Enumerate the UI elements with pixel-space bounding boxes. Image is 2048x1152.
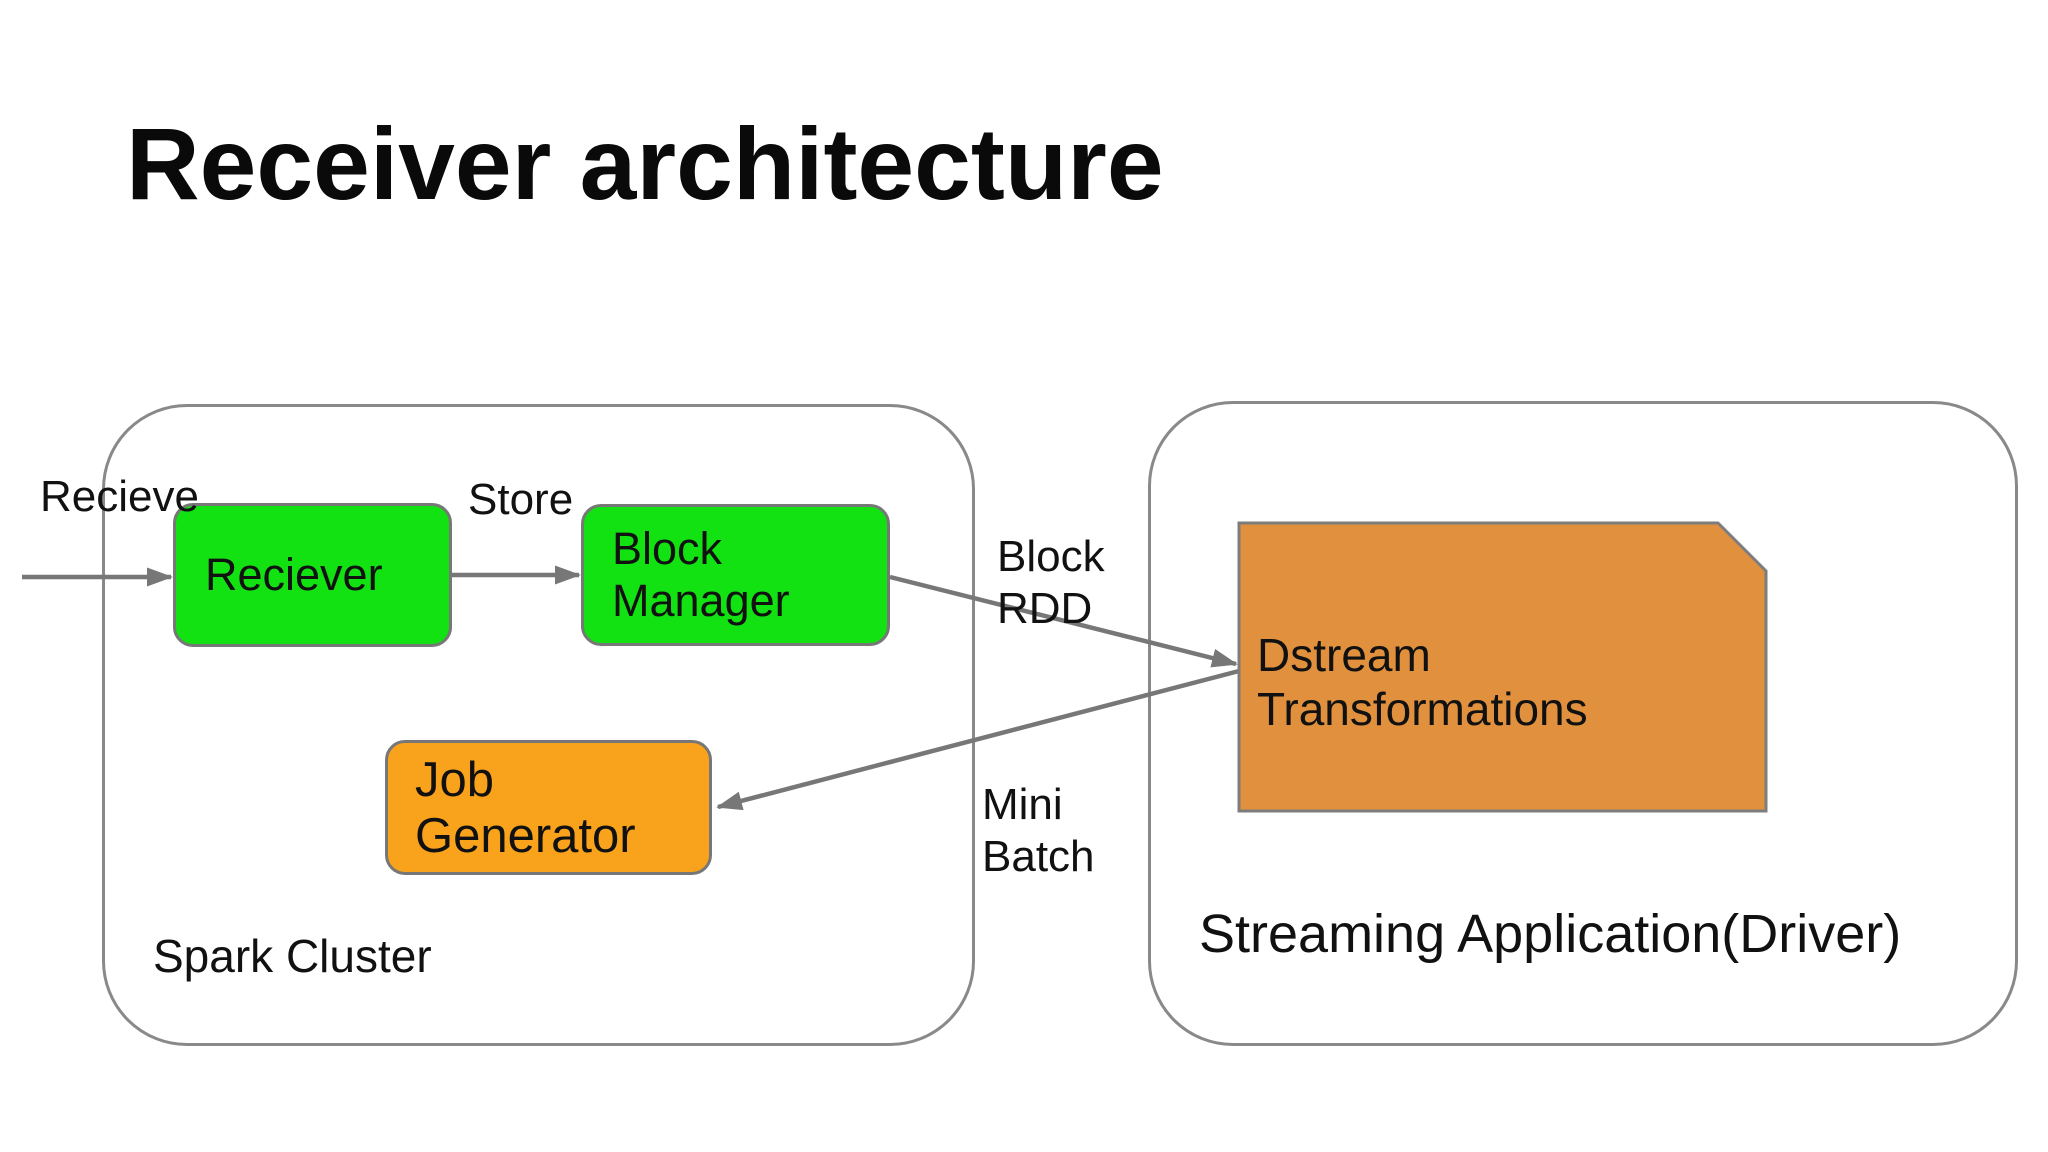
receive-edge-label: Recieve xyxy=(40,472,199,521)
job-generator-node-label: Job Generator xyxy=(415,752,636,863)
receiver-node: Reciever xyxy=(173,503,452,647)
streaming-application-container xyxy=(1148,401,2018,1046)
job-generator-node: Job Generator xyxy=(385,740,712,875)
dstream-transformations-shape xyxy=(1237,521,1768,813)
block-rdd-arrow xyxy=(889,574,1238,668)
store-edge-label: Store xyxy=(468,475,574,524)
receiver-node-label: Reciever xyxy=(205,549,383,600)
spark-cluster-label: Spark Cluster xyxy=(153,930,432,982)
page-title: Receiver architecture xyxy=(126,107,1164,221)
spark-cluster-container xyxy=(102,404,975,1046)
dstream-transformations-label: Dstream Transformations xyxy=(1257,628,1588,735)
streaming-application-label: Streaming Application(Driver) xyxy=(1199,904,1902,964)
mini-batch-arrow xyxy=(716,668,1240,811)
